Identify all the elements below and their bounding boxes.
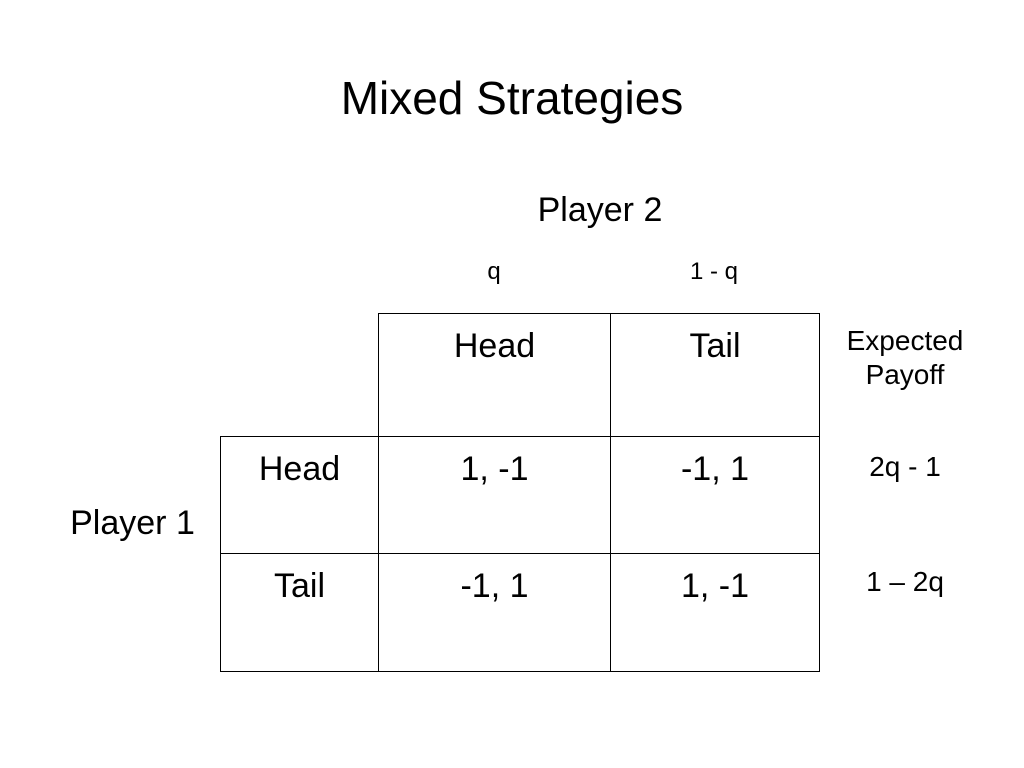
expected-payoff-header-line2: Payoff xyxy=(865,359,945,390)
row-header-tail: Tail xyxy=(220,553,379,672)
column-header-head: Head xyxy=(378,313,611,437)
payoff-cell-head-head: 1, -1 xyxy=(378,436,611,554)
column-header-label: Head xyxy=(453,327,536,365)
column-header-tail: Tail xyxy=(610,313,820,437)
row-header-label: Head xyxy=(258,450,341,488)
expected-payoff-head: 2q - 1 xyxy=(869,451,941,482)
payoff-value: 1, -1 xyxy=(460,450,529,488)
expected-payoff-header: Expected Payoff xyxy=(820,324,990,392)
slide-title: Mixed Strategies xyxy=(340,72,684,124)
payoff-value: 1, -1 xyxy=(680,567,750,605)
player2-label: Player 2 xyxy=(537,191,663,229)
payoff-cell-head-tail: -1, 1 xyxy=(610,436,820,554)
payoff-cell-tail-tail: 1, -1 xyxy=(610,553,820,672)
expected-payoff-header-line1: Expected xyxy=(846,325,964,356)
payoff-value: -1, 1 xyxy=(460,567,529,605)
column-probability-tail: 1 - q xyxy=(689,258,739,285)
row-header-label: Tail xyxy=(273,567,326,605)
column-probability-head: q xyxy=(487,258,501,285)
expected-payoff-tail: 1 – 2q xyxy=(866,566,944,597)
column-header-label: Tail xyxy=(689,327,741,365)
player1-label: Player 1 xyxy=(70,504,195,542)
payoff-value: -1, 1 xyxy=(680,450,750,488)
row-header-head: Head xyxy=(220,436,379,554)
payoff-cell-tail-head: -1, 1 xyxy=(378,553,611,672)
